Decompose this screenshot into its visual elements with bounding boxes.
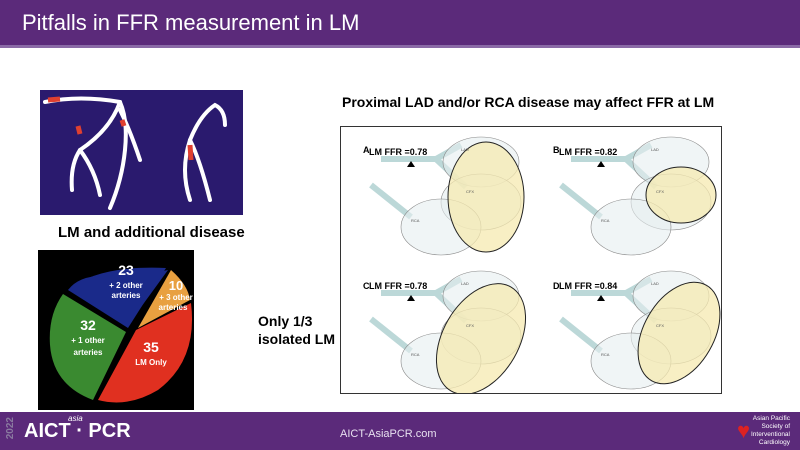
ffr-value: LM FFR =0.78 <box>369 281 428 291</box>
slice-10 <box>138 270 190 328</box>
pressure-wire-marker <box>597 161 605 167</box>
heart-logo-icon: ♥ <box>736 418 750 443</box>
svg-text:LAD: LAD <box>651 147 659 152</box>
figure-subtitle: Proximal LAD and/or RCA disease may affe… <box>342 94 715 110</box>
svg-text:LAD: LAD <box>461 147 469 152</box>
svg-text:RCA: RCA <box>411 352 420 357</box>
svg-text:10: 10 <box>169 278 183 293</box>
svg-text:CFX: CFX <box>656 189 664 194</box>
svg-text:+ 1 other: + 1 other <box>71 336 105 345</box>
pressure-wire-marker <box>597 295 605 301</box>
slice-35 <box>98 303 193 403</box>
svg-text:CFX: CFX <box>656 323 664 328</box>
slice-23-main <box>68 267 166 328</box>
panel-letter: B <box>553 145 560 155</box>
svg-text:+ 3 other: + 3 other <box>159 293 193 302</box>
svg-text:CFX: CFX <box>466 189 474 194</box>
svg-text:LM Only: LM Only <box>135 358 167 367</box>
svg-text:arteries: arteries <box>74 348 103 357</box>
panel-letter: D <box>553 281 560 291</box>
angiogram-image <box>40 90 243 215</box>
svg-text:RCA: RCA <box>601 352 610 357</box>
perfusion-territory <box>645 166 717 224</box>
pressure-wire-marker <box>407 161 415 167</box>
svg-text:RCA: RCA <box>601 218 610 223</box>
svg-text:+ 2 other: + 2 other <box>109 281 143 290</box>
svg-text:CFX: CFX <box>466 323 474 328</box>
website-link[interactable]: AICT-AsiaPCR.com <box>340 428 437 440</box>
pressure-wire-marker <box>407 295 415 301</box>
angio-caption: LM and additional disease <box>58 224 245 241</box>
svg-text:RCA: RCA <box>411 218 420 223</box>
note-line: Only 1/3 <box>258 313 313 329</box>
pie-value: 23 <box>118 262 134 278</box>
ffr-value: LM FFR =0.84 <box>559 281 618 291</box>
svg-text:35: 35 <box>143 339 159 355</box>
svg-text:32: 32 <box>80 317 96 333</box>
note-line: isolated LM <box>258 331 336 347</box>
slice-32 <box>49 294 126 400</box>
perfusion-territory <box>637 281 721 385</box>
pie-chart: 23 + 2 other arteries 10 + 3 other arter… <box>38 250 194 410</box>
slide-title: Pitfalls in FFR measurement in LM <box>22 10 360 35</box>
perfusion-territory <box>447 141 525 253</box>
svg-text:arteries: arteries <box>112 291 141 300</box>
panel-letter: A <box>363 145 370 155</box>
svg-text:LAD: LAD <box>461 281 469 286</box>
ffr-value: LM FFR =0.82 <box>559 147 618 157</box>
isolated-lm-note: Only 1/3 isolated LM <box>258 312 335 348</box>
header: Pitfalls in FFR measurement in LM <box>0 0 800 48</box>
svg-text:arteries: arteries <box>159 303 188 312</box>
panel-letter: C <box>363 281 370 291</box>
year-label: 2022 <box>5 417 16 440</box>
ffr-value: LM FFR =0.78 <box>369 147 428 157</box>
perfusion-territory <box>435 283 527 393</box>
svg-text:LAD: LAD <box>651 281 659 286</box>
